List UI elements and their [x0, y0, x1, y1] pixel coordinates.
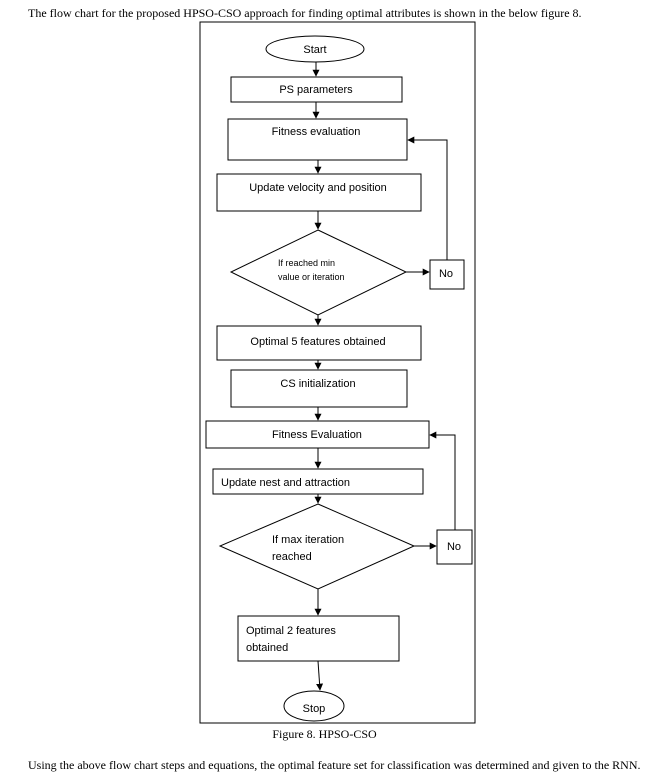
decision-2-line1: If max iteration: [272, 534, 344, 546]
fitness-evaluation-label-1: Fitness evaluation: [272, 126, 361, 138]
stop-label: Stop: [303, 703, 326, 715]
optimal-5-box: [216, 325, 422, 361]
stop-terminal: [283, 690, 345, 722]
figure-frame: [199, 21, 476, 724]
closing-paragraph: Using the above flow chart steps and equ…: [28, 758, 641, 772]
start-label: Start: [303, 44, 326, 56]
fitness-evaluation-box-1: [227, 118, 408, 161]
optimal-5-label: Optimal 5 features obtained: [250, 336, 385, 348]
fitness-evaluation-box-2: [205, 420, 430, 449]
loop-no2-to-fitness2: [429, 431, 456, 530]
update-nest-label: Update nest and attraction: [221, 477, 350, 489]
optimal-2-box: [237, 615, 400, 662]
arrow-optimal2-to-stop: [316, 660, 324, 691]
decision-2-line2: reached: [272, 551, 312, 563]
update-velocity-box: [216, 173, 422, 212]
start-terminal: [265, 35, 365, 63]
update-velocity-label: Update velocity and position: [249, 182, 387, 194]
decision-diamond-2: [218, 503, 416, 590]
intro-paragraph: The flow chart for the proposed HPSO-CSO…: [28, 6, 582, 20]
decision-1-line1: If reached min: [278, 258, 335, 268]
loop-no-to-fitness: [407, 136, 448, 260]
no-box-2: [436, 529, 473, 565]
figure-caption: Figure 8. HPSO-CSO: [272, 727, 377, 741]
fitness-evaluation-label-2: Fitness Evaluation: [272, 429, 362, 441]
no-label-2: No: [447, 541, 461, 553]
no-label-1: No: [439, 268, 453, 280]
optimal-2-line1: Optimal 2 features: [246, 625, 336, 637]
ps-parameters-label: PS parameters: [279, 84, 353, 96]
decision-1-line2: value or iteration: [278, 272, 345, 282]
update-nest-box: [212, 468, 424, 495]
optimal-2-line2: obtained: [246, 642, 288, 654]
cs-initialization-box: [230, 369, 408, 408]
cs-initialization-label: CS initialization: [280, 378, 355, 390]
